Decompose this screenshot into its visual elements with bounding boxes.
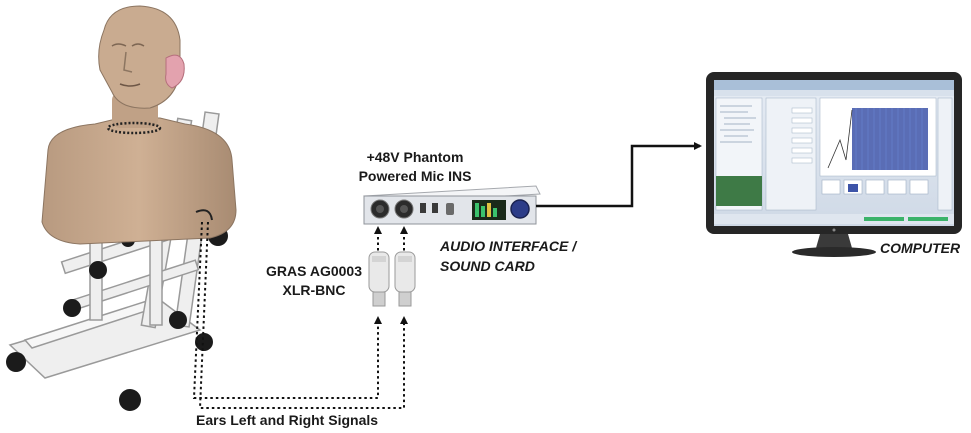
- xlr-bnc-adapters: [369, 252, 415, 306]
- audio-interface-label: AUDIO INTERFACE / SOUND CARD: [440, 236, 600, 276]
- phantom-label-line1: +48V Phantom: [330, 148, 500, 167]
- cable-left-ear: [194, 222, 378, 398]
- cable-right-ear: [200, 222, 404, 408]
- adapter-label-line1: GRAS AG0003: [264, 262, 364, 281]
- adapter-right: [395, 252, 415, 306]
- adapter-label-line2: XLR-BNC: [264, 281, 364, 300]
- interface-label-line2: SOUND CARD: [440, 256, 600, 276]
- computer-label: COMPUTER: [880, 240, 970, 256]
- adapter-label: GRAS AG0003 XLR-BNC: [264, 262, 364, 300]
- monitor-stand: [816, 234, 852, 248]
- phantom-label-line2: Powered Mic INS: [330, 167, 500, 186]
- ears-signals-label: Ears Left and Right Signals: [196, 412, 416, 428]
- usb-cable-to-computer: [536, 146, 700, 206]
- ear-signal-cables: [194, 222, 404, 408]
- torso: [42, 118, 236, 244]
- interface-label-line1: AUDIO INTERFACE /: [440, 236, 600, 256]
- computer-monitor: [706, 72, 962, 257]
- audio-interface: [364, 186, 540, 224]
- phantom-power-label: +48V Phantom Powered Mic INS: [330, 148, 500, 186]
- volume-knob: [511, 200, 529, 218]
- pinna-ear: [166, 55, 185, 88]
- adapter-left: [369, 252, 389, 306]
